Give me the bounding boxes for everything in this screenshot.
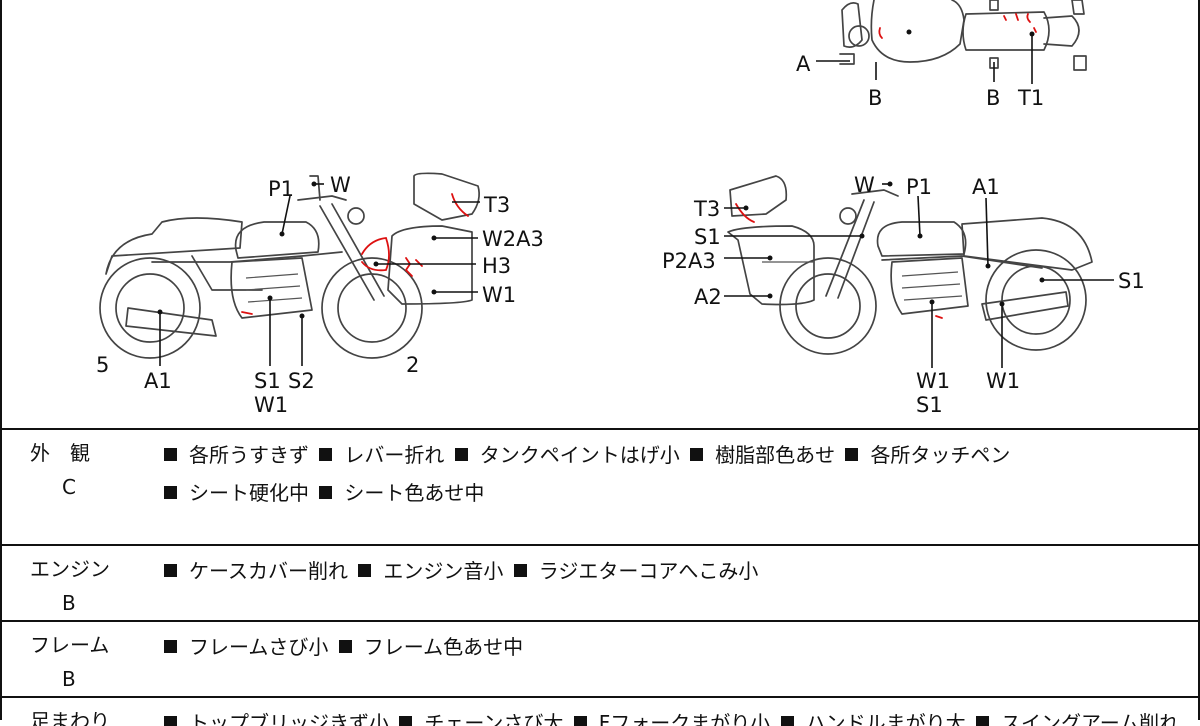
item-text: エンジン音小 <box>383 559 504 583</box>
bullet-square-icon <box>164 640 177 653</box>
item-text: ケースカバー削れ <box>189 559 348 583</box>
callout-w1-left: W1 <box>482 283 516 307</box>
callout-w1b-right: W1 <box>986 369 1020 393</box>
item-list: フレームさび小 フレーム色あせ中 <box>160 628 1196 666</box>
right-side-motorcycle <box>727 175 1093 355</box>
item-text: シート硬化中 <box>189 481 309 505</box>
callout-w1b-left: W1 <box>254 393 288 417</box>
bullet-square-icon <box>164 564 177 577</box>
item-text: Fフォークまがり小 <box>598 711 771 726</box>
callout-p1-right: P1 <box>906 175 932 199</box>
callout-w1a-right: W1 <box>916 369 950 393</box>
callout-p1-left: P1 <box>268 177 294 201</box>
bullet-square-icon <box>338 640 352 653</box>
item-text: チェーンさび大 <box>424 711 564 726</box>
callout-5-left: 5 <box>96 353 109 377</box>
callout-h3-left: H3 <box>482 254 511 278</box>
item-text: レバー折れ <box>344 443 445 467</box>
item-text: ハンドルまがり大 <box>805 711 966 726</box>
category-cell: エンジン B <box>30 552 120 620</box>
callout-t1-top: T1 <box>1017 86 1044 110</box>
bullet-square-icon <box>399 716 413 726</box>
item-text: 樹脂部色あせ <box>715 443 836 467</box>
bullet-square-icon <box>975 716 989 726</box>
damage-diagram: A B B T1 <box>2 0 1200 428</box>
callout-w-right: W <box>854 173 875 197</box>
callout-b-left-top: B <box>868 86 882 110</box>
callout-s1-left: S1 <box>254 369 281 393</box>
item-text: 各所うすきず <box>189 443 309 467</box>
category-grade: B <box>62 591 76 615</box>
row-suspension: 足まわり トップブリッジきず小 チェーンさび大 Fフォークまがり小 ハンドルまが… <box>2 696 1200 726</box>
callout-a2-right: A2 <box>694 285 722 309</box>
callout-t3-left: T3 <box>483 193 510 217</box>
bullet-square-icon <box>358 564 372 577</box>
item-text: スイングアーム削れ <box>1000 711 1180 726</box>
bullet-square-icon <box>164 716 177 726</box>
callout-2-left: 2 <box>406 353 419 377</box>
callout-s2-left: S2 <box>288 369 315 393</box>
item-text: フレーム色あせ中 <box>363 635 524 659</box>
motorcycle-diagram-svg: A B B T1 <box>96 0 1145 417</box>
item-text: シート色あせ中 <box>344 481 485 505</box>
category-name: 外 観 <box>30 441 90 465</box>
item-text: フレームさび小 <box>189 635 329 659</box>
category-grade: C <box>62 475 76 499</box>
row-frame: フレーム B フレームさび小 フレーム色あせ中 <box>2 620 1200 696</box>
category-cell: 外 観 C <box>30 436 120 504</box>
left-side-motorcycle <box>99 172 480 359</box>
bullet-square-icon <box>164 448 177 461</box>
callout-b-right-top: B <box>986 86 1000 110</box>
category-name: エンジン <box>30 557 110 581</box>
bullet-square-icon <box>319 486 333 499</box>
callout-a1-right: A1 <box>972 175 1000 199</box>
callout-s1-right: S1 <box>694 225 721 249</box>
item-text: 各所タッチペン <box>870 443 1011 467</box>
category-name: 足まわり <box>30 709 110 726</box>
item-text: トップブリッジきず小 <box>189 711 389 726</box>
callout-t3-right: T3 <box>693 197 720 221</box>
bullet-square-icon <box>319 448 333 461</box>
category-cell: 足まわり <box>30 704 120 726</box>
callout-s1-rear-right: S1 <box>1118 269 1145 293</box>
callout-w-left: W <box>330 173 351 197</box>
bullet-square-icon <box>513 564 527 577</box>
item-list: 各所うすきず レバー折れ タンクペイントはげ小 樹脂部色あせ 各所タッチペン シ… <box>160 436 1196 512</box>
top-view-motorcycle <box>839 0 1087 71</box>
row-engine: エンジン B ケースカバー削れ エンジン音小 ラジエターコアへこみ小 <box>2 544 1200 620</box>
callout-w2a3-left: W2A3 <box>482 227 544 251</box>
item-list: トップブリッジきず小 チェーンさび大 Fフォークまがり小 ハンドルまがり大 スイ… <box>160 704 1196 726</box>
callout-p2a3-right: P2A3 <box>662 249 716 273</box>
category-cell: フレーム B <box>30 628 120 696</box>
bullet-square-icon <box>780 716 794 726</box>
bullet-square-icon <box>690 448 704 461</box>
item-text: タンクペイントはげ小 <box>479 443 680 467</box>
item-text: ラジエターコアへこみ小 <box>538 559 759 583</box>
callout-s1b-right: S1 <box>916 393 943 417</box>
callout-a-top: A <box>796 52 811 76</box>
row-exterior: 外 観 C 各所うすきず レバー折れ タンクペイントはげ小 樹脂部色あせ 各所タ… <box>2 428 1200 544</box>
category-name: フレーム <box>30 633 110 657</box>
bullet-square-icon <box>573 716 587 726</box>
callout-a1-left: A1 <box>144 369 172 393</box>
item-list: ケースカバー削れ エンジン音小 ラジエターコアへこみ小 <box>160 552 1196 590</box>
bullet-square-icon <box>454 448 468 461</box>
bullet-square-icon <box>164 486 177 499</box>
bullet-square-icon <box>845 448 859 461</box>
category-grade: B <box>62 667 76 691</box>
